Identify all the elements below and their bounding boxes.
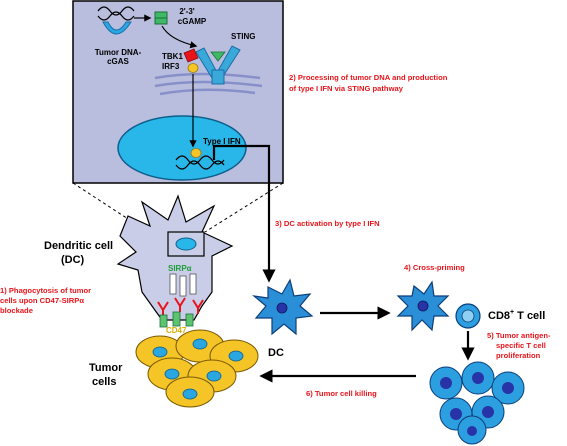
tumor-dna-cgas-label-2: cGAS <box>107 57 129 66</box>
irf3-icon <box>187 63 199 73</box>
step1-label-2: cells upon CD47-SIRPα <box>0 296 84 305</box>
step3-label: 3) DC activation by type I IFN <box>275 219 380 228</box>
cgamp-label-2: cGAMP <box>178 17 207 26</box>
tbk1-icon <box>183 48 199 63</box>
cgas-icon <box>102 21 132 35</box>
sting-icon <box>195 45 241 85</box>
zoom-line-right <box>204 182 284 233</box>
step4-label: 4) Cross-priming <box>404 263 465 272</box>
tbk1-label: TBK1 <box>162 52 183 61</box>
step1-label-3: blockade <box>0 306 33 315</box>
irf3-label: IRF3 <box>162 62 180 71</box>
step1-label-1: 1) Phagocytosis of tumor <box>0 286 91 295</box>
ifn-to-dc-arrow <box>212 144 276 283</box>
cgamp-to-sting-arrow <box>161 25 198 49</box>
tumor-cells-label-1: Tumor <box>89 362 123 374</box>
type-i-ifn-label: Type I IFN <box>203 137 241 146</box>
er-membrane <box>154 72 263 96</box>
dendritic-cell-body <box>116 194 234 321</box>
step5-label-1: 5) Tumor antigen- <box>487 331 551 340</box>
step2-label-2: of type I IFN via STING pathway <box>289 84 404 93</box>
tumor-cell-cluster <box>135 329 259 408</box>
cgamp-label-1: 2'-3' <box>179 7 194 16</box>
tumor-cells-label-2: cells <box>92 376 116 388</box>
tumor-dna-icon <box>97 6 135 16</box>
sting-label: STING <box>231 32 255 41</box>
cd47-label: CD47 <box>166 326 187 335</box>
irf3-nuclear-icon <box>190 148 202 158</box>
tumor-dna-cgas-label-1: Tumor DNA- <box>95 48 142 57</box>
dc-label: DC <box>268 347 284 359</box>
nuclear-dna-icon <box>175 155 225 165</box>
cd47-receptors <box>159 311 194 328</box>
dc-phagosome <box>175 237 197 251</box>
step2-label-1: 2) Processing of tumor DNA and productio… <box>289 73 448 82</box>
sirpa-label: SIRPα <box>168 264 192 273</box>
step6-label: 6) Tumor cell killing <box>306 389 377 398</box>
sirpa-receptors <box>169 273 197 297</box>
priming-dc-nucleus <box>417 300 429 312</box>
cd8-t-cell-label: CD8+ T cell <box>488 309 545 322</box>
dendritic-cell-label-2: (DC) <box>61 254 85 266</box>
step5-label-3: proliferation <box>496 351 541 360</box>
activated-dc-nucleus <box>276 302 288 314</box>
dendritic-cell-label-1: Dendritic cell <box>44 240 113 252</box>
step5-label-2: specific T cell <box>496 341 546 350</box>
t-cell-cluster <box>429 361 525 445</box>
nucleus <box>117 115 247 181</box>
